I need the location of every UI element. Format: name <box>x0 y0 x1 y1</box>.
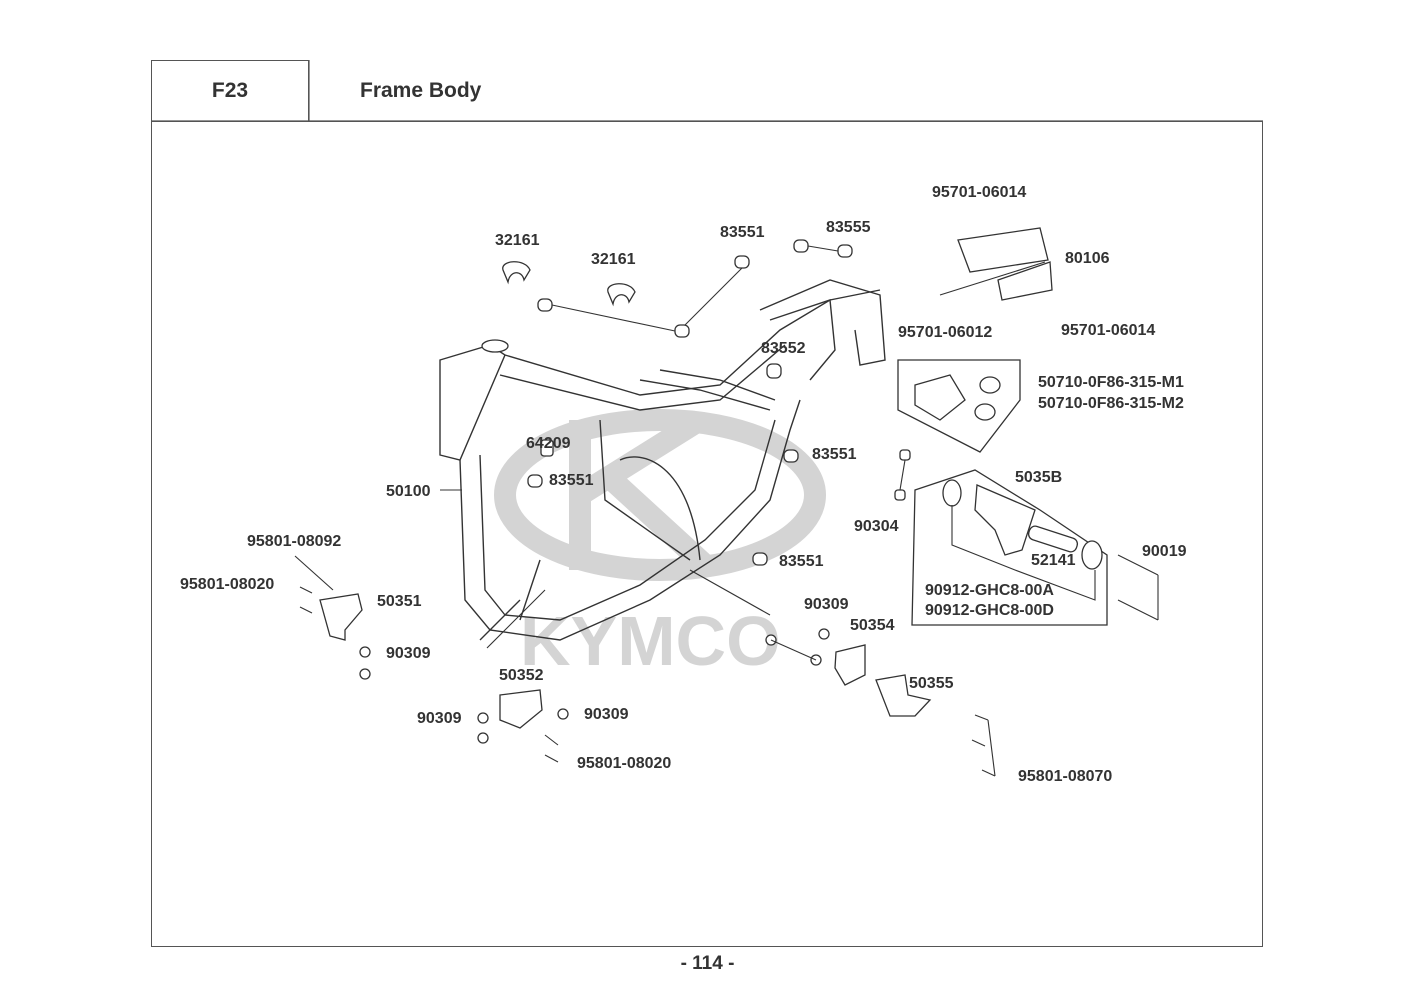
part-shapes <box>294 227 1159 777</box>
part-label[interactable]: 83552 <box>761 340 806 357</box>
part-label[interactable]: 90309 <box>417 710 462 727</box>
part-label[interactable]: 80106 <box>1065 250 1110 267</box>
part-label[interactable]: 50355 <box>909 675 954 692</box>
part-label[interactable]: 95701-06014 <box>932 184 1027 201</box>
part-label[interactable]: 50351 <box>377 593 422 610</box>
grommet-83551-top <box>734 255 750 269</box>
part-label[interactable]: 90304 <box>854 518 899 535</box>
kymco-watermark-logo: KYMCO <box>494 409 826 680</box>
part-label[interactable]: 95801-08070 <box>1018 768 1113 785</box>
part-label[interactable]: 90912-GHC8-00A <box>925 582 1054 599</box>
frame-body-drawing <box>439 279 886 649</box>
part-label[interactable]: 50352 <box>499 667 544 684</box>
part-label[interactable]: 50710-0F86-315-M2 <box>1038 395 1184 412</box>
part-label[interactable]: 52141 <box>1031 552 1076 569</box>
part-label[interactable]: 50100 <box>386 483 431 500</box>
part-label[interactable]: 83555 <box>826 219 871 236</box>
part-label[interactable]: 90309 <box>804 596 849 613</box>
part-label[interactable]: 95801-08020 <box>180 576 275 593</box>
part-label[interactable]: 83551 <box>779 553 824 570</box>
clamp-32161-b <box>607 283 636 307</box>
part-label[interactable]: 83551 <box>549 472 594 489</box>
part-label[interactable]: 32161 <box>495 232 540 249</box>
part-label[interactable]: 50354 <box>850 617 895 634</box>
part-label[interactable]: 90309 <box>584 706 629 723</box>
part-label[interactable]: 64209 <box>526 435 571 452</box>
part-label[interactable]: 95801-08020 <box>577 755 672 772</box>
part-label[interactable]: 95701-06014 <box>1061 322 1156 339</box>
part-label[interactable]: 5035B <box>1015 469 1063 486</box>
part-label[interactable]: 90309 <box>386 645 431 662</box>
kymco-watermark-text: KYMCO <box>520 602 781 680</box>
clamp-32161-a <box>502 261 531 285</box>
page-number: - 114 - <box>680 953 735 974</box>
part-label[interactable]: 83551 <box>812 446 857 463</box>
part-label[interactable]: 83551 <box>720 224 765 241</box>
part-label[interactable]: 95701-06012 <box>898 324 993 341</box>
part-label[interactable]: 90019 <box>1142 543 1187 560</box>
part-label[interactable]: 95801-08092 <box>247 533 342 550</box>
section-title: Frame Body <box>360 78 482 102</box>
part-label[interactable]: 32161 <box>591 251 636 268</box>
part-label[interactable]: 50710-0F86-315-M1 <box>1038 374 1184 391</box>
bracket-80106 <box>957 227 1049 273</box>
part-label[interactable]: 90912-GHC8-00D <box>925 602 1054 619</box>
